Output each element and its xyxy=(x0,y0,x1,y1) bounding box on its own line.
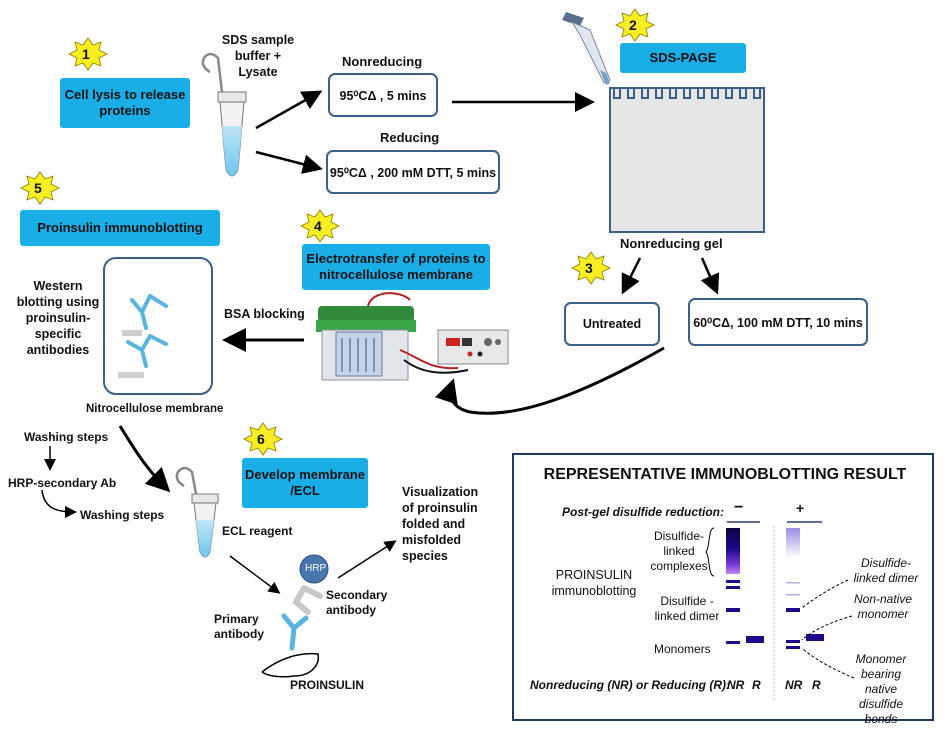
step-2-box: SDS-PAGE xyxy=(620,43,746,73)
step-2-number: 2 xyxy=(629,17,637,33)
reducing-box: 95⁰CΔ , 200 mM DTT, 5 mins xyxy=(326,150,500,194)
proinsulin-label: PROINSULIN xyxy=(290,678,365,692)
step-3-number: 3 xyxy=(585,260,593,276)
result-title: REPRESENTATIVE IMMUNOBLOTTING RESULT xyxy=(543,466,907,483)
step-4-box: Electrotransfer of proteins to nitrocell… xyxy=(302,244,490,290)
ecl-tube-icon xyxy=(175,466,219,558)
badge-star-1 xyxy=(68,37,108,71)
hrp-text: HRP xyxy=(305,563,327,574)
step-1-number: 1 xyxy=(82,46,90,62)
arrow-wash-curve xyxy=(41,489,77,518)
step-6-box: Develop membrane /ECL xyxy=(242,458,368,508)
band-right-r-monomer xyxy=(806,634,824,641)
band-left-r-monomer xyxy=(746,636,764,643)
membrane-label: Nitrocellulose membrane xyxy=(86,403,224,415)
post-gel-label: Post-gel disulfide reduction: xyxy=(562,505,725,519)
arrow-to-hrp xyxy=(229,555,281,594)
hrp-secondary-label: HRP-secondary Ab xyxy=(8,476,117,490)
lysate-tube-icon xyxy=(201,52,247,177)
band-left-dimer xyxy=(726,608,740,612)
reducing-title: Reducing xyxy=(380,130,440,145)
visualization-label: Visualization of proinsulin folded and m… xyxy=(402,485,479,563)
band-left-complex-1 xyxy=(726,580,740,583)
band-left-complex-2 xyxy=(726,586,740,589)
untreated-box: Untreated xyxy=(564,302,660,346)
nonnative-label: Non-native monomer xyxy=(853,592,913,621)
native-label: Monomer bearing native disulfide bonds xyxy=(855,652,907,726)
antibody-icon xyxy=(126,294,168,368)
step-6-number: 6 xyxy=(257,431,265,447)
proinsulin-shape xyxy=(261,652,320,678)
badge-star-2 xyxy=(615,8,655,42)
power-supply-icon xyxy=(437,329,509,365)
arrow-to-ecl xyxy=(118,425,171,493)
badge-star-5 xyxy=(20,171,60,205)
band-right-native xyxy=(786,646,800,649)
arrow-to-nonreducing xyxy=(255,90,323,130)
western-blotting-label: Western blotting using proinsulin-specif… xyxy=(16,279,100,357)
badge-star-6 xyxy=(243,422,283,456)
complexes-label: Disulfide-linked complexes xyxy=(650,529,708,573)
nonreducing-gel-label: Nonreducing gel xyxy=(620,236,723,251)
nr-r-label: Nonreducing (NR) or Reducing (R): xyxy=(530,678,730,692)
minus-sign: − xyxy=(734,499,744,516)
primary-antibody-label: Primary antibody xyxy=(214,612,264,642)
step-4-number: 4 xyxy=(314,218,322,234)
lane-nr-2: NR xyxy=(785,678,803,692)
transfer-tank-icon xyxy=(316,292,469,381)
washing-steps-1: Washing steps xyxy=(24,430,109,444)
smear-left xyxy=(726,528,740,574)
membrane-box xyxy=(103,257,213,395)
badge-star-3 xyxy=(571,251,611,285)
badge-star-4 xyxy=(300,209,340,243)
proinsulin-immunoblotting-label: PROINSULIN immunoblotting xyxy=(551,568,637,598)
arrow-to-visualization xyxy=(337,540,397,579)
step-5-number: 5 xyxy=(34,180,42,196)
band-right-faint-2 xyxy=(786,594,800,596)
washing-steps-2: Washing steps xyxy=(80,508,165,522)
band-right-faint-1 xyxy=(786,582,800,584)
ecl-reagent-label: ECL reagent xyxy=(222,524,293,538)
lane-r-2: R xyxy=(812,678,821,692)
band-right-nonnative xyxy=(786,640,800,643)
hrp-circle xyxy=(299,554,329,584)
arrow-to-electrotransfer xyxy=(434,346,665,415)
complexes-bracket xyxy=(705,527,715,577)
callout-native xyxy=(801,647,855,679)
smear-right xyxy=(786,528,800,558)
plus-sign: + xyxy=(796,500,805,516)
nonreducing-title: Nonreducing xyxy=(342,54,423,69)
band-left-monomer xyxy=(726,641,740,644)
arrow-to-reducing xyxy=(255,150,323,174)
lane-r-1: R xyxy=(752,678,761,692)
dimer-right-label: Disulfide-linked dimer xyxy=(853,556,919,585)
gel-icon xyxy=(609,87,765,233)
dimer-left-label: Disulfide -linked dimer xyxy=(654,594,720,623)
band-right-dimer xyxy=(786,608,800,612)
callout-nonnative xyxy=(801,615,853,641)
nonreducing-box: 95⁰CΔ , 5 mins xyxy=(328,73,438,117)
callout-dimer xyxy=(801,579,849,609)
sds-buffer-label: SDS sample buffer + Lysate xyxy=(221,33,295,79)
secondary-antibody-icon xyxy=(292,585,323,615)
primary-antibody-icon xyxy=(281,613,309,651)
arrow-to-untreated xyxy=(621,257,642,295)
step-1-box: Cell lysis to release proteins xyxy=(60,78,190,128)
monomers-label: Monomers xyxy=(654,642,711,656)
lane-nr-1: NR xyxy=(727,678,745,692)
bsa-blocking-label: BSA blocking xyxy=(224,307,305,321)
result-panel xyxy=(512,453,934,721)
secondary-antibody-label: Secondary antibody xyxy=(326,588,388,618)
dtt-treatment-box: 60⁰CΔ, 100 mM DTT, 10 mins xyxy=(688,298,868,346)
arrow-to-dtt xyxy=(700,257,720,295)
pipette-icon xyxy=(562,12,611,85)
step-5-box: Proinsulin immunoblotting xyxy=(20,210,220,246)
